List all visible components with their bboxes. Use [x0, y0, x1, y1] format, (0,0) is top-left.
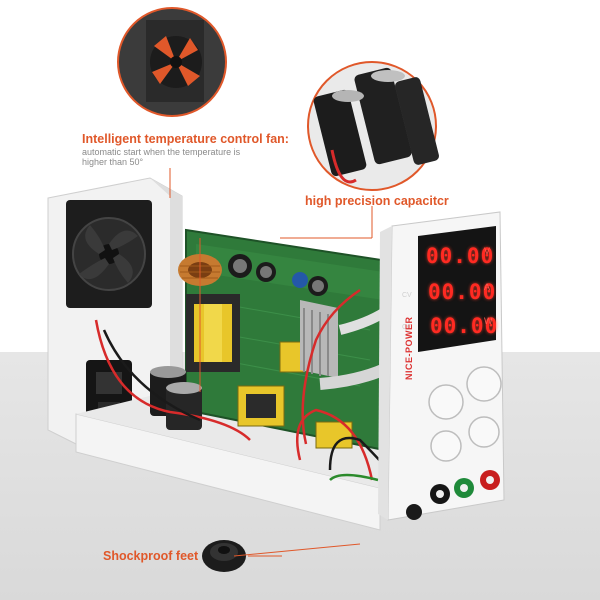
wires	[94, 288, 406, 491]
current-unit: A	[484, 282, 491, 292]
power-readout: 00.00	[430, 314, 499, 338]
voltage-readout: 00.00	[426, 244, 495, 268]
filter-capacitors	[150, 366, 202, 430]
pcb-capacitors	[228, 254, 328, 296]
voltage-unit: V	[484, 246, 491, 256]
cc-indicator: CC	[402, 324, 413, 331]
feet-callout-title: Shockproof feet	[103, 549, 199, 563]
control-knobs	[428, 366, 502, 462]
inductors	[237, 341, 353, 449]
transformer	[186, 294, 240, 372]
brand-logo-text: NICE-POWER	[404, 316, 414, 381]
fan-zoom-bubble	[117, 7, 227, 117]
cv-indicator: CV	[402, 292, 412, 299]
power-unit: W	[484, 316, 493, 326]
feet-leader-line-2	[233, 543, 361, 557]
lcd-display	[418, 226, 496, 352]
fan-callout-title: Intelligent temperature control fan:	[82, 132, 289, 146]
cooling-fan	[66, 200, 152, 308]
fan-callout-description: automatic start when the temperature is …	[82, 147, 241, 167]
capacitor-zoom-bubble	[307, 61, 439, 191]
heatsink	[300, 300, 338, 378]
shockproof-foot	[202, 540, 246, 572]
current-readout: 00.00	[428, 280, 497, 304]
capacitor-callout-title: high precision capacitcr	[305, 194, 449, 208]
output-terminals	[406, 470, 500, 520]
